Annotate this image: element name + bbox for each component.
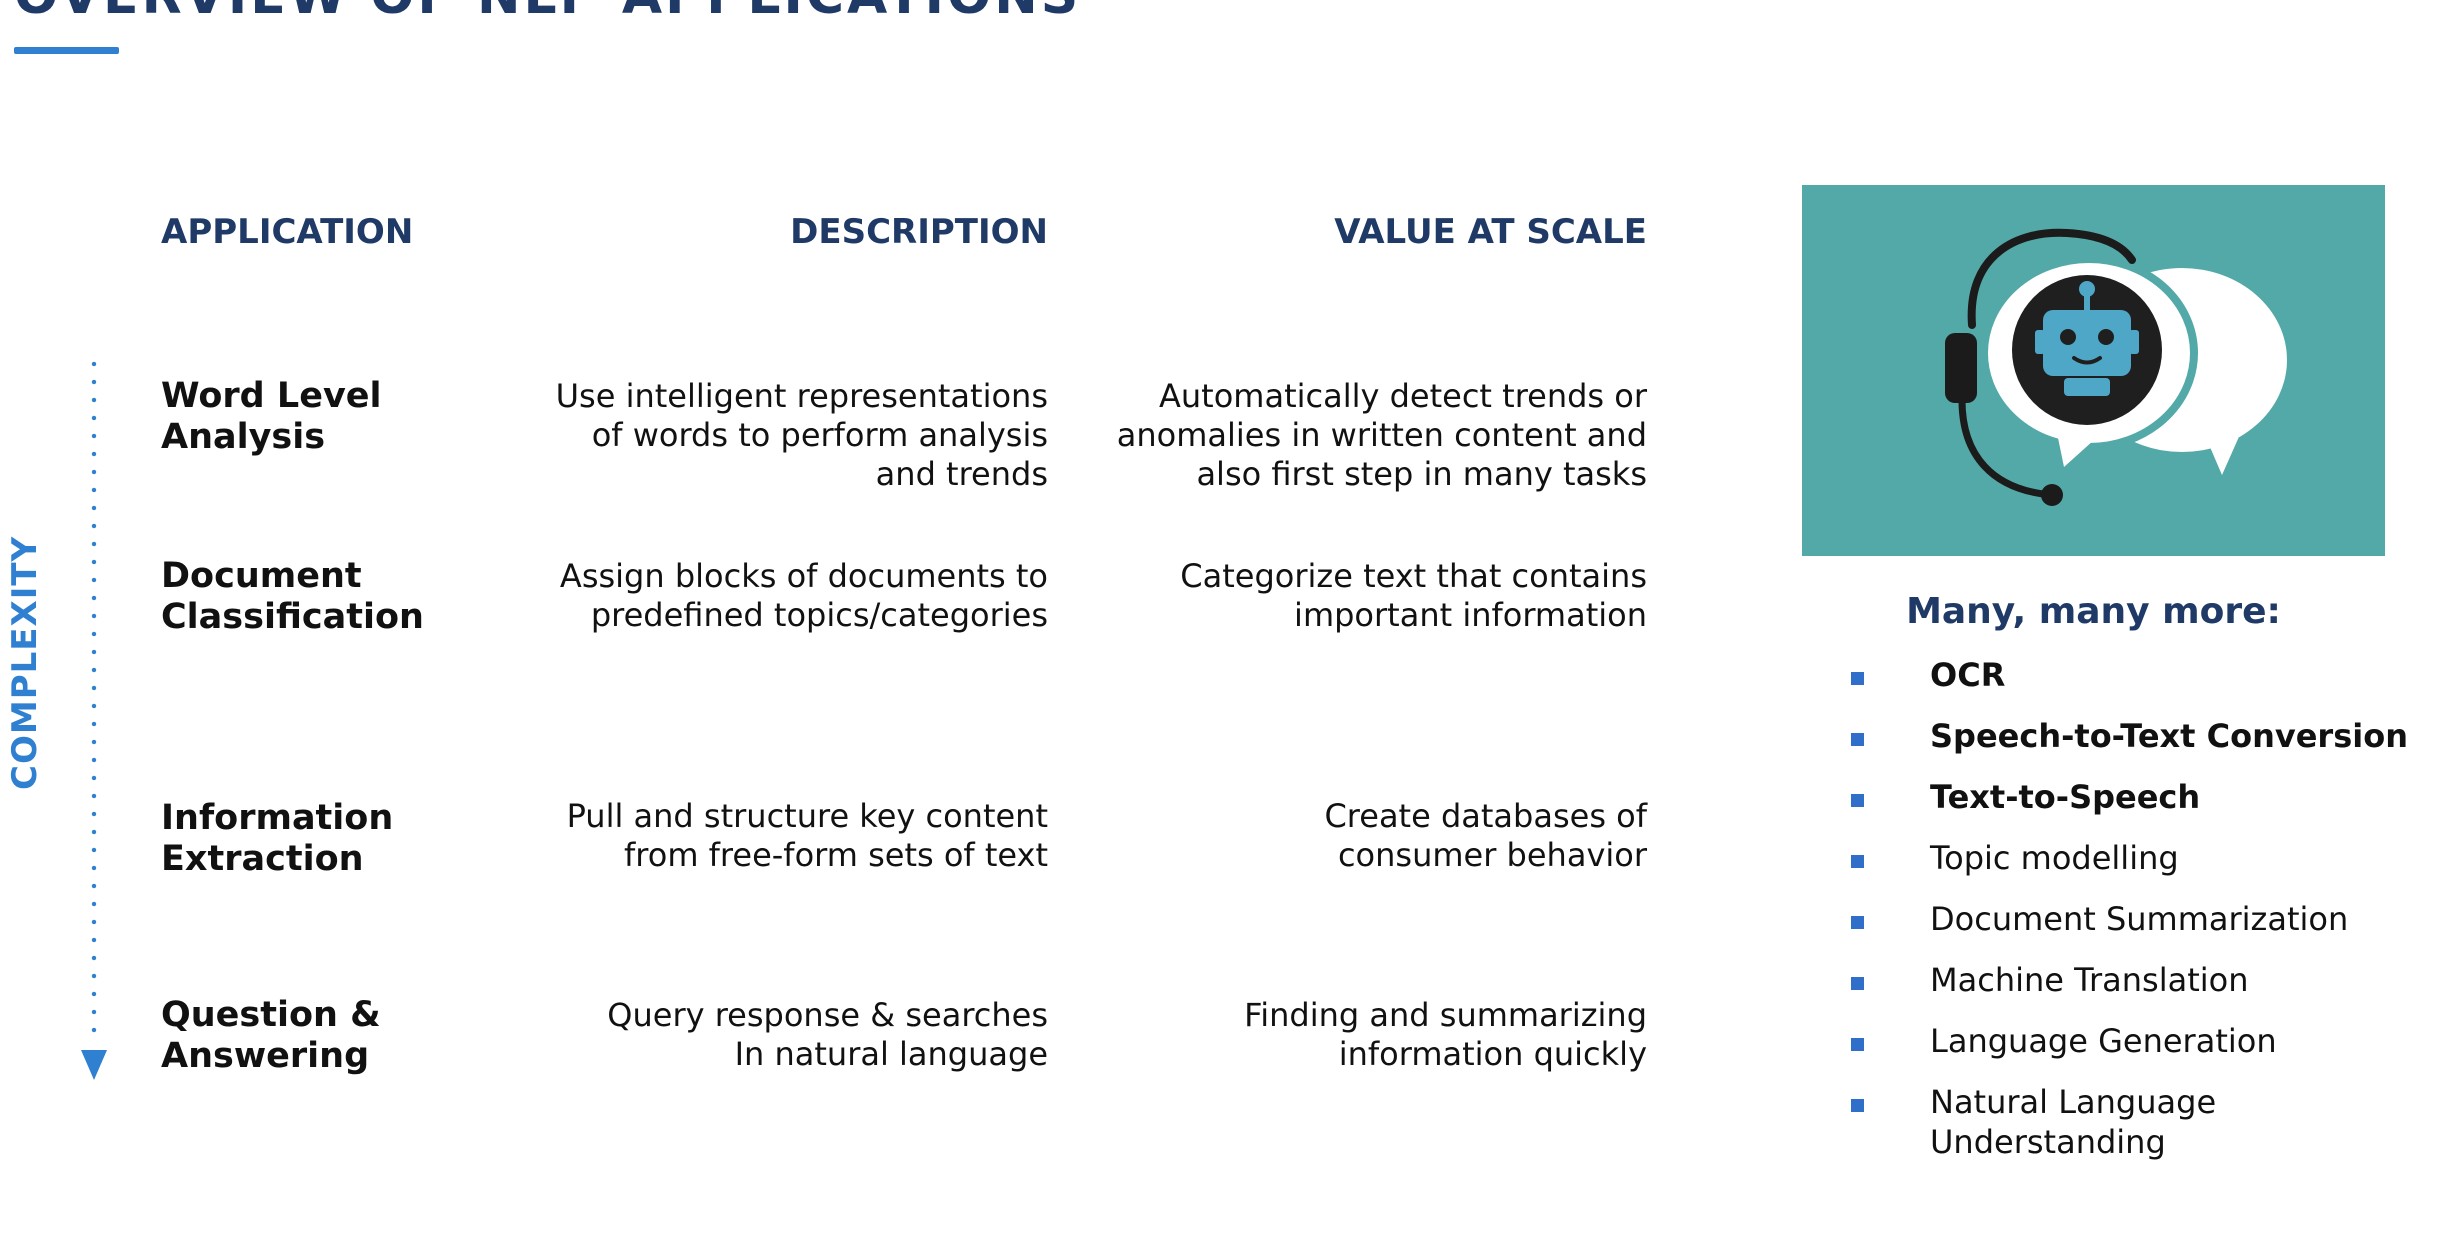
- list-item-label: Document Summarization: [1930, 900, 2349, 938]
- list-item-label: OCR: [1930, 656, 2006, 694]
- bullet-icon: [1851, 794, 1864, 807]
- application-name: Document Classification: [161, 556, 424, 637]
- robot-eye: [2060, 329, 2076, 345]
- column-header-description: DESCRIPTION: [790, 212, 1048, 252]
- application-description: Pull and structure key content from free…: [566, 797, 1048, 874]
- mic-icon: [2041, 484, 2063, 506]
- bullet-icon: [1851, 916, 1864, 929]
- application-description: Query response & searches In natural lan…: [607, 996, 1048, 1073]
- column-header-application: APPLICATION: [161, 212, 414, 252]
- application-name: Information Extraction: [161, 798, 394, 879]
- slide-title: OVERVIEW OF NLP APPLICATIONS: [14, 0, 1081, 26]
- list-item: Natural Language Understanding: [1845, 1082, 2408, 1162]
- list-item: Speech-to-Text Conversion: [1845, 716, 2408, 756]
- list-item: Machine Translation: [1845, 960, 2408, 1000]
- complexity-dotted-line: [91, 355, 97, 1045]
- headset-band: [1967, 228, 2136, 329]
- bubble-tail: [2057, 433, 2094, 467]
- application-description: Use intelligent representations of words…: [555, 377, 1048, 493]
- robot-head-icon: [2043, 310, 2131, 376]
- ear-piece: [1945, 333, 1977, 403]
- list-item: OCR: [1845, 655, 2408, 695]
- column-header-value-at-scale: VALUE AT SCALE: [1334, 212, 1647, 252]
- list-item: Text-to-Speech: [1845, 777, 2408, 817]
- robot-eye: [2098, 329, 2114, 345]
- application-value: Finding and summarizing information quic…: [1244, 996, 1647, 1073]
- robot-mouth: [2072, 356, 2102, 365]
- chatbot-headset-icon: [1945, 228, 2287, 506]
- list-item-label: Text-to-Speech: [1930, 778, 2201, 816]
- list-item-label: Language Generation: [1930, 1022, 2277, 1060]
- application-description: Assign blocks of documents to predefined…: [559, 557, 1048, 634]
- more-applications-title: Many, many more:: [1906, 591, 2281, 632]
- complexity-label: COMPLEXITY: [5, 535, 45, 790]
- arrow-down-icon: [81, 1050, 107, 1080]
- list-item-label: Speech-to-Text Conversion: [1930, 717, 2408, 755]
- bullet-icon: [1851, 855, 1864, 868]
- chatbot-headset-image: [1802, 185, 2385, 556]
- bullet-icon: [1851, 1099, 1864, 1112]
- mic-arm: [1958, 396, 2056, 499]
- application-value: Categorize text that contains important …: [1180, 557, 1647, 634]
- bullet-icon: [1851, 733, 1864, 746]
- list-item-label: Topic modelling: [1930, 839, 2179, 877]
- bullet-icon: [1851, 672, 1864, 685]
- title-underline: [14, 47, 119, 54]
- application-name: Question & Answering: [161, 995, 381, 1076]
- list-item: Language Generation: [1845, 1021, 2408, 1061]
- robot-neck: [2064, 378, 2110, 396]
- list-item: Topic modelling: [1845, 838, 2408, 878]
- bubble-tail: [2207, 430, 2242, 475]
- list-item-label: Natural Language Understanding: [1930, 1083, 2217, 1161]
- application-value: Automatically detect trends or anomalies…: [1116, 377, 1647, 493]
- bullet-icon: [1851, 1038, 1864, 1051]
- robot-ear: [2035, 330, 2045, 354]
- list-item: Document Summarization: [1845, 899, 2408, 939]
- robot-antenna-tip: [2079, 281, 2095, 297]
- application-name: Word Level Analysis: [161, 376, 382, 457]
- bullet-icon: [1851, 977, 1864, 990]
- more-applications-list: OCR Speech-to-Text Conversion Text-to-Sp…: [1845, 655, 2408, 1183]
- application-value: Create databases of consumer behavior: [1324, 797, 1647, 874]
- list-item-label: Machine Translation: [1930, 961, 2249, 999]
- robot-ear: [2129, 330, 2139, 354]
